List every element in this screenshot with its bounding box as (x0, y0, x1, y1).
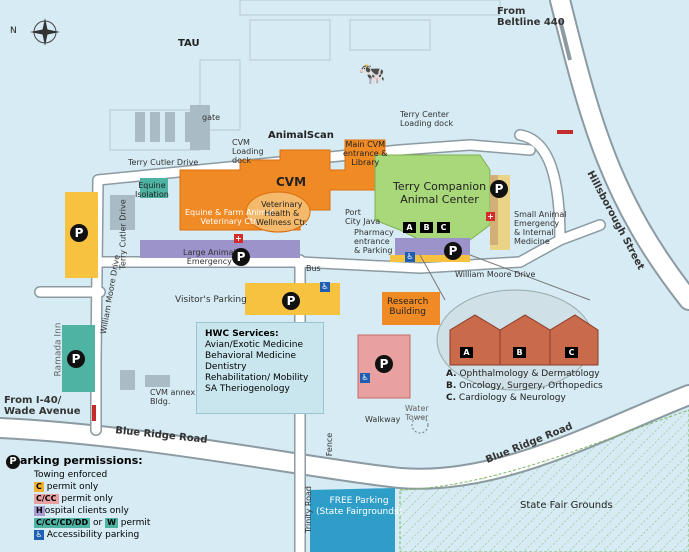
zoom-marker-a: A (460, 347, 473, 358)
water-tower-label: Water Tower (405, 404, 429, 422)
fence-label: Fence (325, 432, 335, 457)
accessibility-icon: ♿ (360, 373, 370, 383)
parking-marker: P (444, 242, 462, 260)
parking-marker: P (67, 350, 85, 368)
gate-label: gate (202, 113, 221, 122)
pharmacy-label: Pharmacy entrance & Parking (354, 228, 394, 255)
cvm-annex-label: CVM annex Bldg. (150, 388, 196, 406)
legend-row-c: C permit only (34, 482, 99, 492)
accessibility-icon: ♿ (405, 252, 415, 262)
state-fair-label: State Fair Grounds (520, 500, 613, 511)
i40-label: From I-40/ Wade Avenue (4, 395, 81, 417)
free-parking-lot (310, 488, 395, 552)
hwc-item: Rehabilitation/ Mobility (205, 373, 309, 383)
equine-isolation-label: Equine Isolation (135, 181, 169, 199)
marker-c: C (437, 222, 450, 233)
bus-label: Bus (306, 264, 321, 273)
hospital-parking (140, 240, 300, 258)
specialty-a: A. Ophthalmology & Dermatology (446, 369, 600, 379)
hwc-item: Avian/Exotic Medicine (205, 340, 303, 350)
hillsborough-street (551, 0, 689, 309)
walkway-label: Walkway (365, 415, 401, 424)
zoom-marker-b: B (513, 347, 526, 358)
legend-p-icon: P (6, 455, 20, 469)
cvm-label: CVM (276, 175, 307, 189)
emergency-cross-icon: + (486, 212, 495, 221)
william-moore-label-2: William Moore Drive (455, 270, 536, 279)
parking-marker: P (70, 224, 88, 242)
specialty-c: C. Cardiology & Neurology (446, 393, 566, 403)
cow-icon: 🐄 (358, 62, 386, 87)
parking-marker: P (490, 180, 508, 198)
terry-center-label: Terry Companion Animal Center (393, 180, 487, 206)
compass-north-label: N (10, 26, 17, 36)
parking-marker: P (282, 292, 300, 310)
research-label: Research Building (387, 297, 429, 317)
hwc-item: Dentistry (205, 362, 247, 372)
ramada-label: Ramada Inn (53, 322, 64, 377)
accessibility-icon: ♿ (320, 282, 330, 292)
marker-b: B (420, 222, 433, 233)
beltline-label: From Beltline 440 (497, 6, 565, 28)
marker-a: A (403, 222, 416, 233)
legend-row-teal: C/CC/CD/DD or W permit (34, 518, 151, 528)
terry-loading-label: Terry Center Loading dock (400, 110, 454, 128)
terry-cutler-label-1: Terry Cutler Drive (128, 158, 199, 167)
parking-marker: P (232, 248, 250, 266)
specialty-b: B. Oncology, Surgery, Orthopedics (446, 381, 603, 391)
zoom-marker-c: C (565, 347, 578, 358)
animalscan-label: AnimalScan (268, 130, 334, 141)
hwc-title: HWC Services: (205, 329, 279, 339)
emergency-cross-icon: + (234, 234, 243, 243)
hwc-services-panel: HWC Services: Avian/Exotic Medicine Beha… (196, 322, 324, 414)
port-city-label: Port City Java (345, 208, 381, 226)
specialties-list: A. Ophthalmology & Dermatology B. Oncolo… (446, 368, 603, 404)
small-animal-label: Small Animal Emergency & Internal Medici… (514, 210, 567, 246)
vet-health-label: Veterinary Health & Wellness Ctr. (256, 200, 308, 227)
legend-towing: Towing enforced (34, 470, 108, 480)
legend-row-accessibility: ♿ Accessibility parking (34, 530, 140, 540)
large-animal-label: Large Animal Emergency (183, 248, 236, 266)
free-parking-label: FREE Parking (State Fairgrounds) (316, 496, 403, 517)
cvm-loading-label: CVM Loading dock (232, 138, 264, 165)
hwc-item: Behavioral Medicine (205, 351, 297, 361)
equine-farm-label: Equine & Farm Animal Veterinary Ctr. (185, 208, 274, 226)
visitors-parking-label: Visitor's Parking (175, 295, 247, 305)
tau-label: TAU (178, 38, 200, 49)
william-moore-drive (95, 220, 605, 273)
main-cvm-label: Main CVM entrance & Library (343, 140, 388, 167)
terry-cutler-label-2: Terry Cutler Drive (118, 199, 128, 270)
blue-ridge-road (0, 386, 689, 488)
legend-title: arking permissions: (20, 454, 143, 467)
hwc-item: SA Theriogenology (205, 384, 290, 394)
research-building (382, 292, 440, 325)
accessibility-icon: ♿ (34, 530, 44, 540)
legend-row-ccc: C/CC permit only (34, 494, 113, 504)
parking-marker: P (375, 355, 393, 373)
trinity-label: Trinity Road (304, 485, 314, 534)
